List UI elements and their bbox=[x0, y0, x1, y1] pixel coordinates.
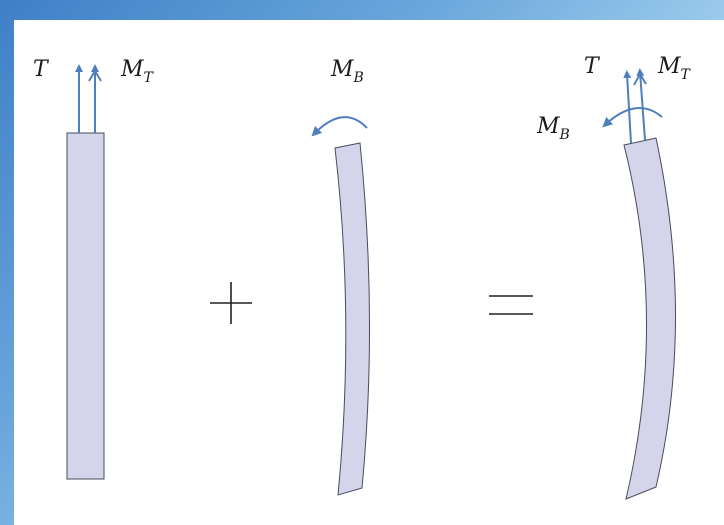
equals-operator bbox=[489, 295, 533, 315]
bending-moment-arrow bbox=[311, 116, 368, 137]
torque-label-left: MT bbox=[120, 57, 155, 86]
bent-member-group: MB bbox=[311, 57, 371, 496]
bent-member bbox=[334, 142, 371, 496]
bending-moment-label-combined: MB bbox=[536, 114, 570, 143]
torque-double-arrowhead-combined bbox=[633, 71, 647, 86]
straight-member bbox=[66, 132, 105, 480]
combined-member bbox=[623, 137, 676, 500]
tension-arrow-combined bbox=[623, 70, 632, 144]
torque-arrow-combined bbox=[636, 68, 646, 141]
bending-moment-arrow-combined bbox=[602, 107, 663, 128]
tension-label-left: T bbox=[33, 57, 50, 82]
straight-member-group: T MT bbox=[33, 57, 155, 480]
torque-double-arrowhead bbox=[88, 69, 102, 82]
torque-label-combined: MT bbox=[657, 54, 692, 83]
tension-label-combined: T bbox=[584, 54, 601, 79]
combined-member-group: T MT MB bbox=[536, 54, 692, 500]
bending-moment-label-middle: MB bbox=[330, 57, 364, 86]
plus-operator bbox=[210, 282, 252, 324]
